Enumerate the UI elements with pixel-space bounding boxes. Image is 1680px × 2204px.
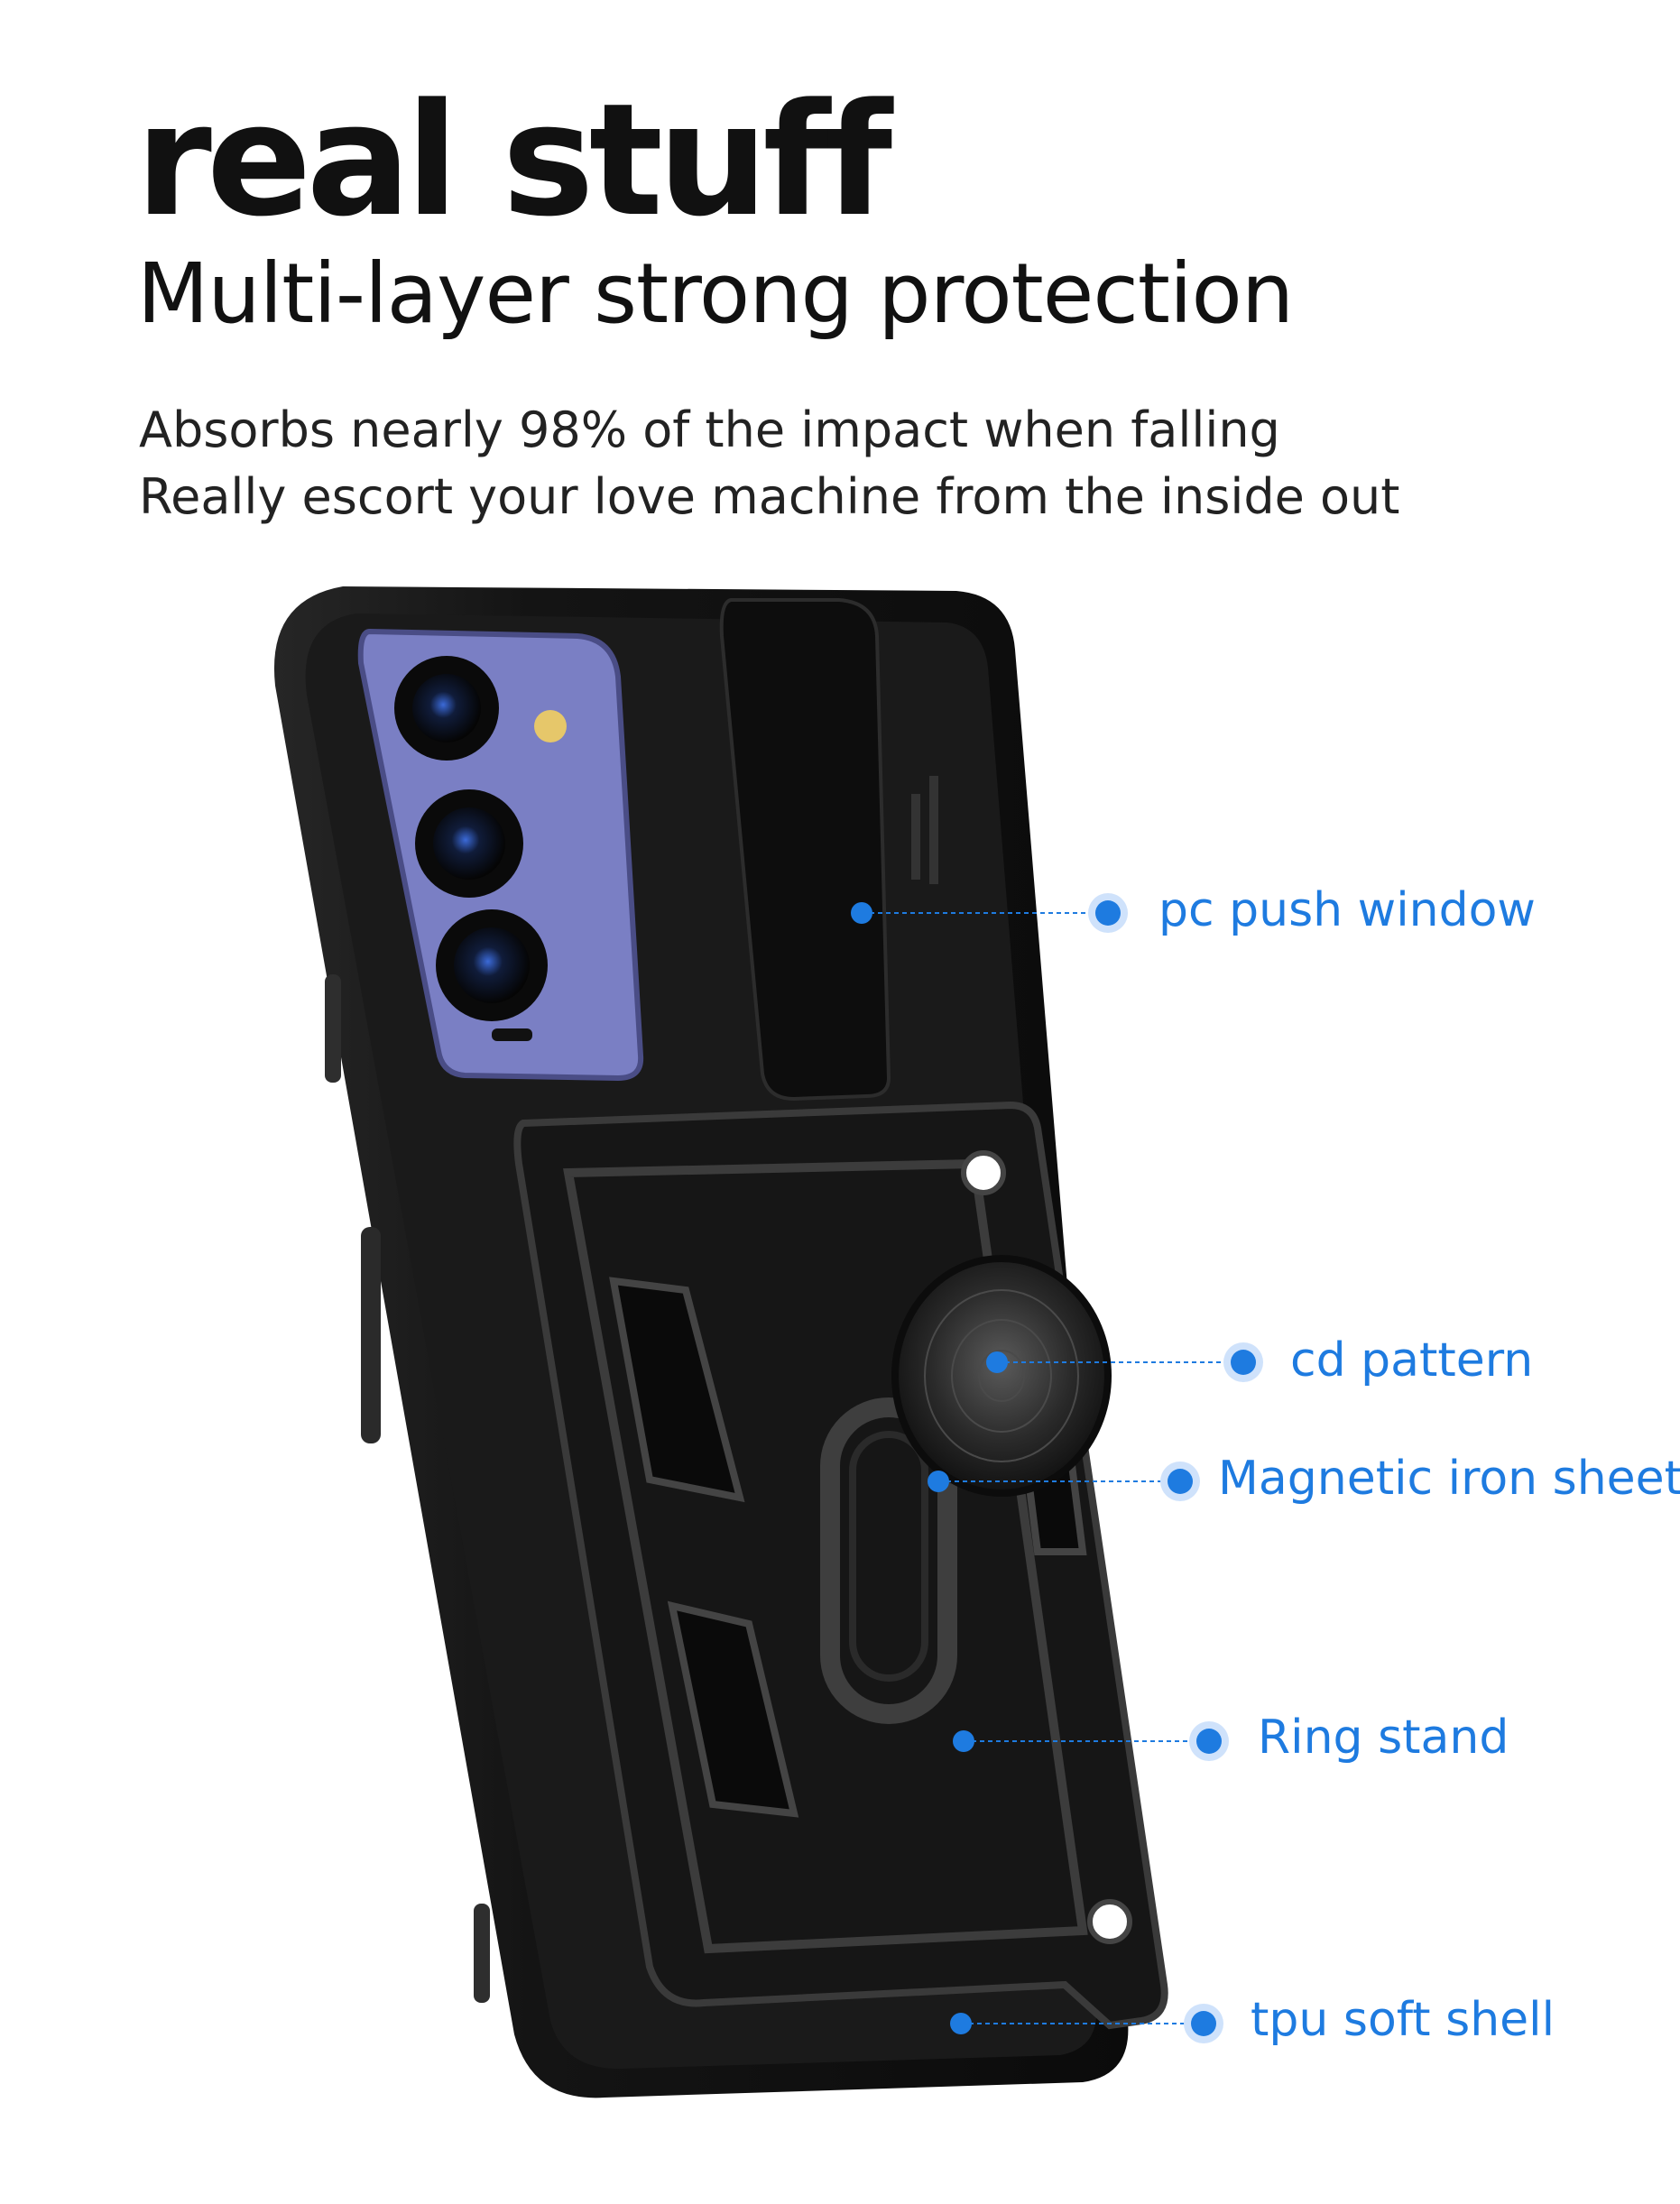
pc-push-window bbox=[719, 598, 938, 1102]
ring-stand bbox=[820, 1397, 957, 1724]
callout-leader-lines bbox=[862, 912, 1243, 2024]
description-line-2: Really escort your love machine from the… bbox=[139, 468, 1400, 525]
callout-ring-stand: Ring stand bbox=[1258, 1711, 1509, 1765]
camera-panel bbox=[357, 628, 644, 1082]
cutout-hole-top bbox=[961, 1150, 1006, 1195]
description-line-1: Absorbs nearly 98% of the impact when fa… bbox=[139, 401, 1280, 458]
flash-icon bbox=[534, 710, 567, 742]
callout-dots bbox=[851, 893, 1263, 2043]
page-title: real stuff bbox=[135, 69, 892, 251]
page-subtitle: Multi-layer strong protection bbox=[137, 245, 1294, 342]
callout-pc-push-window: pc push window bbox=[1158, 883, 1536, 937]
cd-pattern-disc bbox=[891, 1255, 1112, 1497]
callout-cd-pattern: cd pattern bbox=[1290, 1333, 1534, 1388]
cutout-hole-bottom bbox=[1087, 1899, 1132, 1944]
callout-magnetic-iron-sheet: Magnetic iron sheet bbox=[1218, 1452, 1680, 1506]
callout-tpu-soft-shell: tpu soft shell bbox=[1251, 1993, 1555, 2047]
